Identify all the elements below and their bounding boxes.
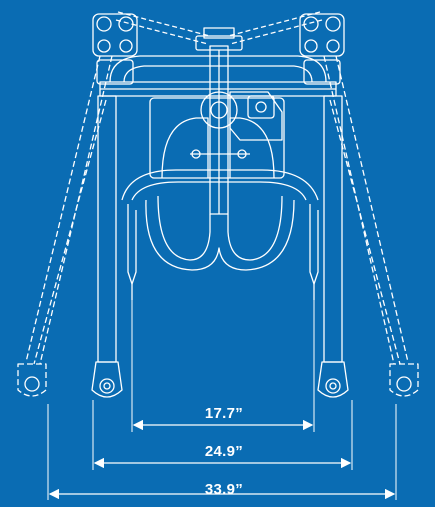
seat-frame	[149, 97, 285, 179]
dimension-extensions	[47, 300, 397, 500]
top-left-hinge	[92, 13, 138, 85]
top-cross-beam	[99, 55, 337, 97]
dimension-label-wide: 33.9”	[204, 481, 244, 498]
top-right-hinge	[299, 13, 345, 85]
dimension-label-mid: 24.9”	[204, 443, 244, 460]
dimension-label-narrow: 17.7”	[204, 405, 244, 422]
lower-frame	[121, 169, 319, 300]
outer-legs	[17, 55, 419, 397]
